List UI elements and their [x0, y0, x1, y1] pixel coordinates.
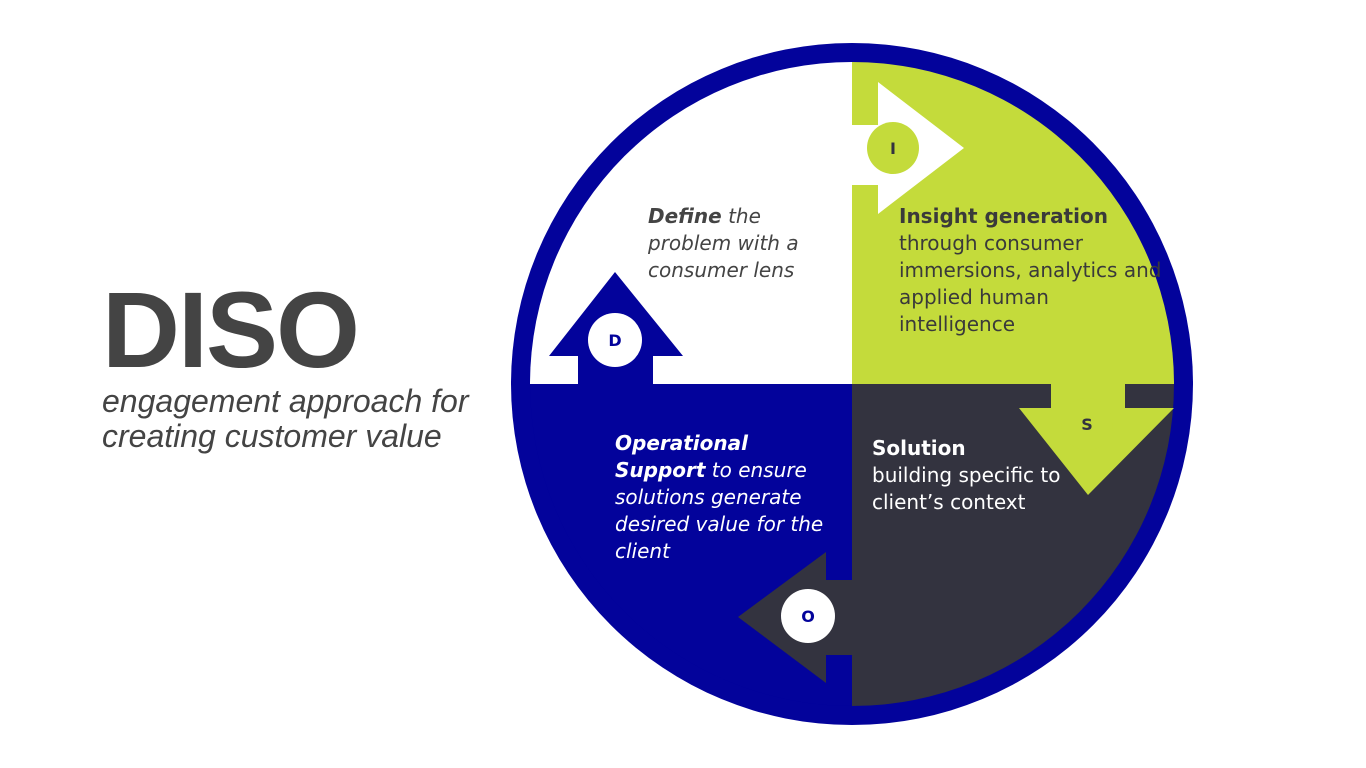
diso-title: DISO	[102, 269, 360, 390]
badge-define	[588, 313, 642, 367]
title-block: DISO engagement approach for creating cu…	[102, 276, 482, 454]
badge-insight	[867, 122, 919, 174]
badge-operational	[781, 589, 835, 643]
define-text: Define the problem with a consumer lens	[648, 203, 848, 284]
insight-lead: Insight generation	[899, 204, 1108, 228]
define-lead: Define	[648, 204, 722, 228]
define-body: the problem with a consumer lens	[648, 204, 799, 282]
solution-lead: Solution	[872, 436, 966, 460]
diso-subtitle: engagement approach for creating custome…	[102, 383, 469, 454]
badge-insight-letter: I	[890, 139, 896, 158]
operational-lead: Operational Support	[615, 431, 748, 482]
badge-solution-letter: S	[1081, 415, 1093, 434]
solution-text: Solution building specific to client’s co…	[872, 435, 1072, 516]
operational-text: Operational Support to ensure solutions …	[615, 430, 840, 565]
insight-body: through consumer immersions, analytics a…	[899, 231, 1162, 336]
badge-define-letter: D	[608, 331, 621, 350]
operational-body: to ensure solutions generate desired val…	[615, 458, 824, 563]
badge-operational-letter: O	[801, 607, 815, 626]
badge-solution	[1061, 398, 1113, 450]
solution-body: building specific to client’s context	[872, 463, 1061, 514]
insight-text: Insight generation through consumer immer…	[899, 203, 1169, 338]
